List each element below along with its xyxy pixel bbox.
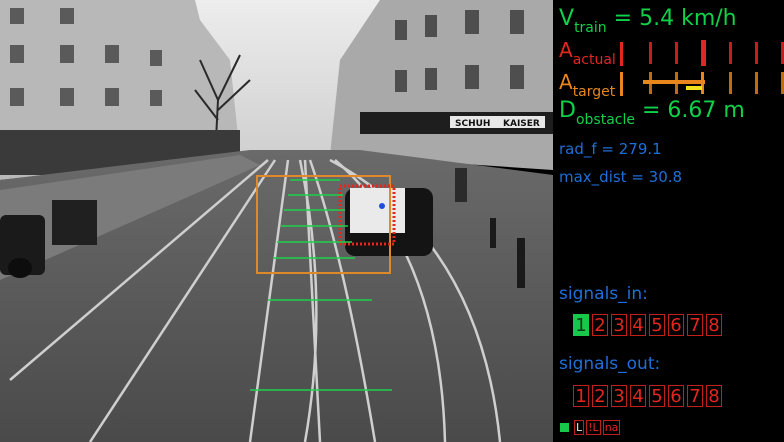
- signal-out-5: 5: [649, 385, 665, 407]
- a-target-bar: [620, 72, 623, 96]
- a-target-symbol: A: [559, 70, 573, 94]
- signal-out-3: 3: [611, 385, 627, 407]
- shop-sign-text-2: KAISER: [503, 119, 540, 129]
- camera-view: SCHUH KAISER: [0, 0, 553, 442]
- a-actual-tick: [649, 42, 652, 64]
- d-obstacle-value: 6.67: [667, 98, 717, 123]
- v-train-symbol: V: [559, 6, 575, 31]
- signal-in-5: 5: [649, 314, 665, 336]
- d-obstacle-symbol: D: [559, 98, 576, 123]
- legend-swatch: [560, 423, 569, 432]
- signal-in-1: 1: [573, 314, 589, 336]
- d-obstacle-readout: Dobstacle = 6.67 m: [559, 98, 745, 128]
- legend-item: na: [602, 420, 621, 435]
- left-windows: [10, 8, 162, 106]
- d-obstacle-equals: =: [641, 98, 661, 123]
- signal-in-2: 2: [592, 314, 608, 336]
- signal-in-8: 8: [706, 314, 722, 336]
- distance-lines: [250, 179, 392, 391]
- tree: [194, 54, 251, 161]
- a-actual-tick: [675, 42, 678, 64]
- a-actual-symbol: A: [559, 38, 573, 62]
- signal-out-1: 1: [573, 385, 589, 407]
- a-actual-subscript: actual: [572, 52, 616, 68]
- detection-box: [256, 175, 391, 274]
- shop-sign-text-1: SCHUH: [455, 119, 490, 129]
- a-actual-tick: [781, 42, 784, 64]
- hud-panel: Vtrain = 5.4 km/h Aactual Atarget Dobsta…: [553, 0, 784, 442]
- right-windows: [395, 10, 524, 92]
- d-obstacle-unit: m: [723, 98, 745, 123]
- v-train-unit: km/h: [681, 6, 737, 31]
- a-actual-marker: [701, 40, 706, 66]
- signals-out-label: signals_out:: [559, 354, 661, 374]
- signal-out-4: 4: [630, 385, 646, 407]
- a-actual-label: Aactual: [559, 38, 616, 68]
- signal-out-8: 8: [706, 385, 722, 407]
- legend-item: !L: [586, 420, 601, 435]
- a-target-range-bar: [643, 80, 705, 84]
- v-train-equals: =: [613, 6, 633, 31]
- shop-sign: [450, 116, 545, 128]
- signal-in-3: 3: [611, 314, 627, 336]
- left-sidewalk: [0, 155, 260, 280]
- d-obstacle-subscript: obstacle: [575, 112, 635, 128]
- pedestrian: [455, 168, 467, 202]
- a-actual-tick: [755, 42, 758, 64]
- v-train-subscript: train: [574, 20, 607, 36]
- v-train-readout: Vtrain = 5.4 km/h: [559, 6, 737, 36]
- signal-out-7: 7: [687, 385, 703, 407]
- a-target-tick: [755, 72, 758, 94]
- signals-in-label: signals_in:: [559, 284, 648, 304]
- signal-out-2: 2: [592, 385, 608, 407]
- a-actual-bar: [620, 42, 623, 66]
- a-actual-tick: [729, 42, 732, 64]
- a-target-tick: [729, 72, 732, 94]
- a-target-tick: [781, 72, 784, 94]
- signal-in-7: 7: [687, 314, 703, 336]
- parked-car-left: [0, 215, 45, 275]
- bollards: [490, 218, 525, 288]
- scooter: [52, 200, 97, 245]
- legend-item: L: [574, 420, 585, 435]
- signal-in-6: 6: [668, 314, 684, 336]
- max-dist-readout: max_dist = 30.8: [559, 168, 683, 186]
- v-train-value: 5.4: [639, 6, 675, 31]
- obstacle-center-marker: [379, 203, 385, 209]
- a-target-subscript: target: [572, 84, 616, 100]
- signal-out-6: 6: [668, 385, 684, 407]
- signal-in-4: 4: [630, 314, 646, 336]
- rad-f-readout: rad_f = 279.1: [559, 140, 662, 158]
- a-target-indicator: [686, 86, 702, 90]
- a-target-label: Atarget: [559, 70, 615, 100]
